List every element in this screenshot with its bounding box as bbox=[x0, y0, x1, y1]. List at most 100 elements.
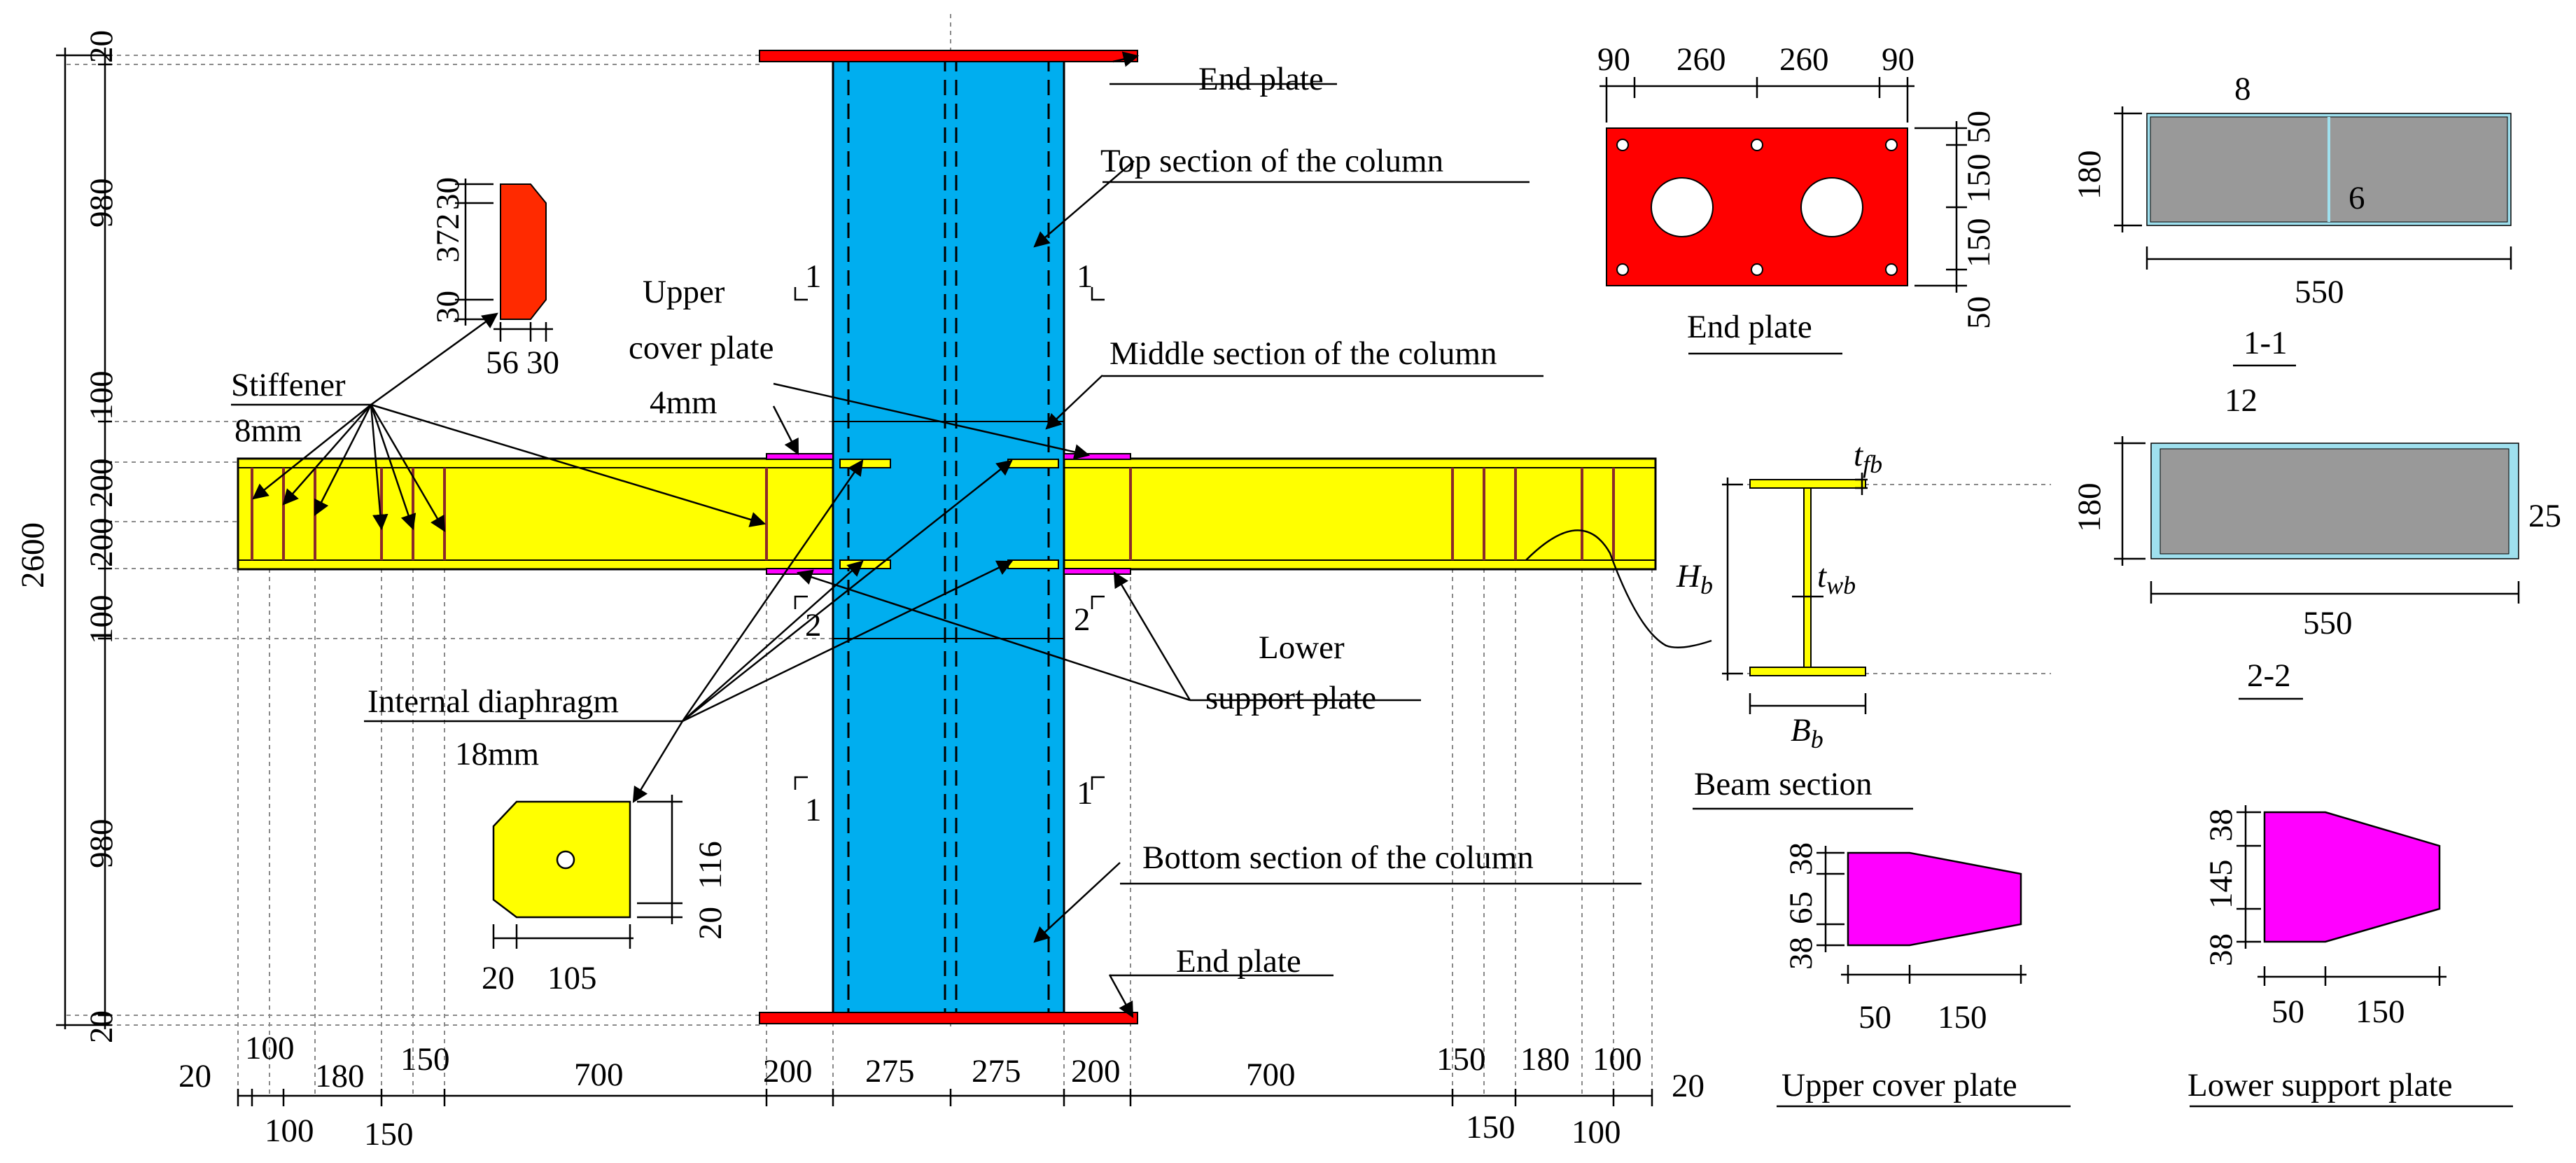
label-stiffener: Stiffener bbox=[231, 367, 346, 403]
end-plate-dim-150-bottom: 150 bbox=[1961, 218, 1997, 268]
cover-dim-38-top: 38 bbox=[1783, 842, 1819, 875]
sec22-dim-12: 12 bbox=[2225, 382, 2258, 419]
label-end-plate-bottom: End plate bbox=[1176, 943, 1301, 980]
stiffener-dim-372: 372 bbox=[430, 214, 466, 263]
diaphragm-hole bbox=[556, 850, 575, 870]
lower-support-plate-dims bbox=[2190, 805, 2513, 1108]
diaphragm-dim-105: 105 bbox=[547, 960, 597, 996]
leader-lines bbox=[252, 51, 1712, 1018]
label-internal-diaphragm-thickness: 18mm bbox=[455, 736, 539, 772]
support-dim-38-bottom: 38 bbox=[2203, 933, 2239, 966]
support-dim-50: 50 bbox=[2272, 994, 2304, 1030]
diaphragm-dim-20-h: 20 bbox=[482, 960, 514, 996]
sec22-dim-25: 25 bbox=[2528, 498, 2561, 534]
label-stiffener-thickness: 8mm bbox=[234, 412, 302, 449]
cut-label-2-left: 2 bbox=[805, 607, 822, 643]
beam-bb-label: Bb bbox=[1791, 712, 1823, 753]
dim-left-980-bottom: 980 bbox=[83, 819, 120, 869]
label-upper-cover-2: cover plate bbox=[629, 330, 774, 366]
dim-bottom2-150b: 150 bbox=[1466, 1109, 1516, 1145]
beam-section bbox=[1749, 479, 1866, 676]
diaphragm-dim-20-v: 20 bbox=[692, 907, 729, 940]
dim-bottom-150b: 150 bbox=[1436, 1041, 1486, 1078]
left-beam bbox=[237, 457, 834, 571]
label-bottom-section: Bottom section of the column bbox=[1142, 840, 1534, 876]
stiffener-detail bbox=[500, 183, 547, 320]
label-upper-cover-3: 4mm bbox=[650, 384, 718, 421]
stiffener-detail-dims bbox=[455, 179, 553, 342]
dim-bottom2-100b: 100 bbox=[1572, 1114, 1621, 1150]
left-dimension-lines bbox=[56, 48, 112, 1029]
stiffener-dim-30-bottom: 30 bbox=[430, 291, 466, 323]
beam-tfb-label: tfb bbox=[1854, 437, 1882, 478]
support-dim-38-top: 38 bbox=[2203, 809, 2239, 842]
cover-dim-38-bottom: 38 bbox=[1783, 937, 1819, 970]
upper-cover-plate-dims bbox=[1777, 846, 2071, 1108]
label-internal-diaphragm: Internal diaphragm bbox=[368, 683, 619, 720]
sec11-dim-6: 6 bbox=[2348, 180, 2365, 216]
cut-label-1-bottom-right: 1 bbox=[1077, 775, 1093, 812]
right-beam bbox=[1063, 457, 1657, 571]
label-top-section: Top section of the column bbox=[1100, 143, 1443, 179]
cut-label-1-bottom-left: 1 bbox=[805, 792, 822, 828]
dim-bottom2-150a: 150 bbox=[364, 1116, 414, 1152]
dim-left-20-top: 20 bbox=[83, 30, 120, 63]
lower-support-plate-detail bbox=[2263, 811, 2441, 943]
label-lower-support-2: support plate bbox=[1205, 680, 1376, 716]
end-plate-dim-90-right: 90 bbox=[1882, 41, 1914, 78]
cut-label-1-top-right: 1 bbox=[1077, 258, 1093, 295]
lower-support-plate-title: Lower support plate bbox=[2188, 1067, 2453, 1103]
section-1-1-dims bbox=[2114, 106, 2512, 367]
dim-bottom-20-left: 20 bbox=[178, 1058, 211, 1094]
dim-left-20-bottom: 20 bbox=[83, 1010, 120, 1043]
section-2-2-dims bbox=[2114, 436, 2520, 700]
end-plate-top bbox=[759, 50, 1138, 62]
stiffener-dim-30-top: 30 bbox=[430, 177, 466, 210]
dim-bottom-700a: 700 bbox=[574, 1057, 624, 1093]
cut-label-2-right: 2 bbox=[1074, 601, 1091, 638]
dim-left-200-bottom: 200 bbox=[83, 518, 120, 568]
end-plate-detail-dims bbox=[1600, 77, 1967, 355]
end-plate-dim-50-top: 50 bbox=[1961, 111, 1997, 144]
label-upper-cover-1: Upper bbox=[643, 274, 725, 310]
section-2-2-fill bbox=[2160, 448, 2510, 555]
label-end-plate-top: End plate bbox=[1198, 61, 1324, 97]
dim-bottom-275a: 275 bbox=[865, 1053, 915, 1089]
beam-hb-label: Hb bbox=[1676, 558, 1713, 599]
upper-cover-plate-detail bbox=[1847, 851, 2022, 947]
beam-twb-label: twb bbox=[1817, 558, 1856, 599]
cut-label-1-top-left: 1 bbox=[805, 258, 822, 295]
dim-bottom-200b: 200 bbox=[1071, 1053, 1121, 1089]
diaphragm-detail-dims bbox=[492, 795, 682, 949]
stiffener-lines bbox=[251, 468, 1615, 560]
dim-bottom-700b: 700 bbox=[1246, 1057, 1296, 1093]
section-2-2-title: 2-2 bbox=[2247, 657, 2291, 694]
dim-left-200-top: 200 bbox=[83, 459, 120, 508]
dim-bottom-100a: 100 bbox=[245, 1030, 295, 1066]
dim-bottom-200a: 200 bbox=[763, 1053, 813, 1089]
beam-section-title: Beam section bbox=[1694, 766, 1872, 802]
column-segment-lines bbox=[833, 421, 1064, 639]
upper-cover-plate-title: Upper cover plate bbox=[1782, 1067, 2017, 1103]
dim-bottom2-100a: 100 bbox=[265, 1113, 314, 1149]
cover-dim-150: 150 bbox=[1938, 999, 1987, 1036]
support-dim-150: 150 bbox=[2356, 994, 2405, 1030]
sec22-dim-550: 550 bbox=[2303, 605, 2353, 641]
dim-left-2600: 2600 bbox=[15, 522, 51, 588]
end-plate-dim-260-left: 260 bbox=[1676, 41, 1726, 78]
stiffener-dim-30-h: 30 bbox=[526, 344, 559, 381]
section-1-1-title: 1-1 bbox=[2244, 325, 2288, 361]
dim-bottom-100b: 100 bbox=[1592, 1041, 1642, 1078]
sec11-dim-550: 550 bbox=[2295, 274, 2344, 310]
cover-dim-65: 65 bbox=[1783, 891, 1819, 924]
bottom-dimension-lines bbox=[237, 1089, 1653, 1106]
diaphragm-dim-116: 116 bbox=[692, 841, 729, 889]
beam-flange-lines bbox=[238, 467, 1656, 561]
label-middle-section: Middle section of the column bbox=[1110, 335, 1497, 372]
label-lower-support-1: Lower bbox=[1259, 629, 1345, 666]
dim-bottom-150a: 150 bbox=[400, 1041, 450, 1078]
column-hidden-lines bbox=[847, 56, 1050, 1017]
beam-section-dims bbox=[1693, 473, 1913, 810]
support-dim-145: 145 bbox=[2203, 860, 2239, 910]
